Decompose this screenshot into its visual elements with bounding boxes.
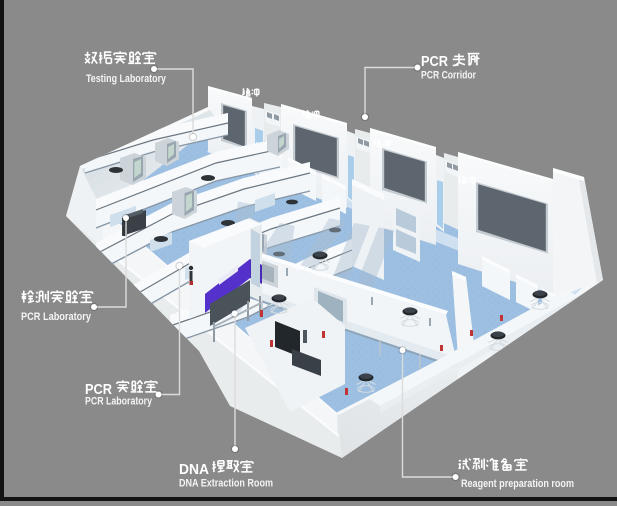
svg-text:PCR Corridor: PCR Corridor — [421, 70, 477, 82]
svg-text:Reagent preparation room: Reagent preparation room — [461, 478, 574, 490]
svg-text:PCR: PCR — [85, 382, 112, 398]
svg-text:Testing Laboratory: Testing Laboratory — [86, 73, 167, 85]
svg-text:DNA Extraction Room: DNA Extraction Room — [179, 478, 273, 490]
svg-text:PCR: PCR — [421, 54, 448, 70]
svg-text:PCR Laboratory: PCR Laboratory — [85, 396, 153, 408]
svg-text:DNA: DNA — [179, 462, 209, 478]
svg-text:PCR Laboratory: PCR Laboratory — [21, 311, 92, 323]
